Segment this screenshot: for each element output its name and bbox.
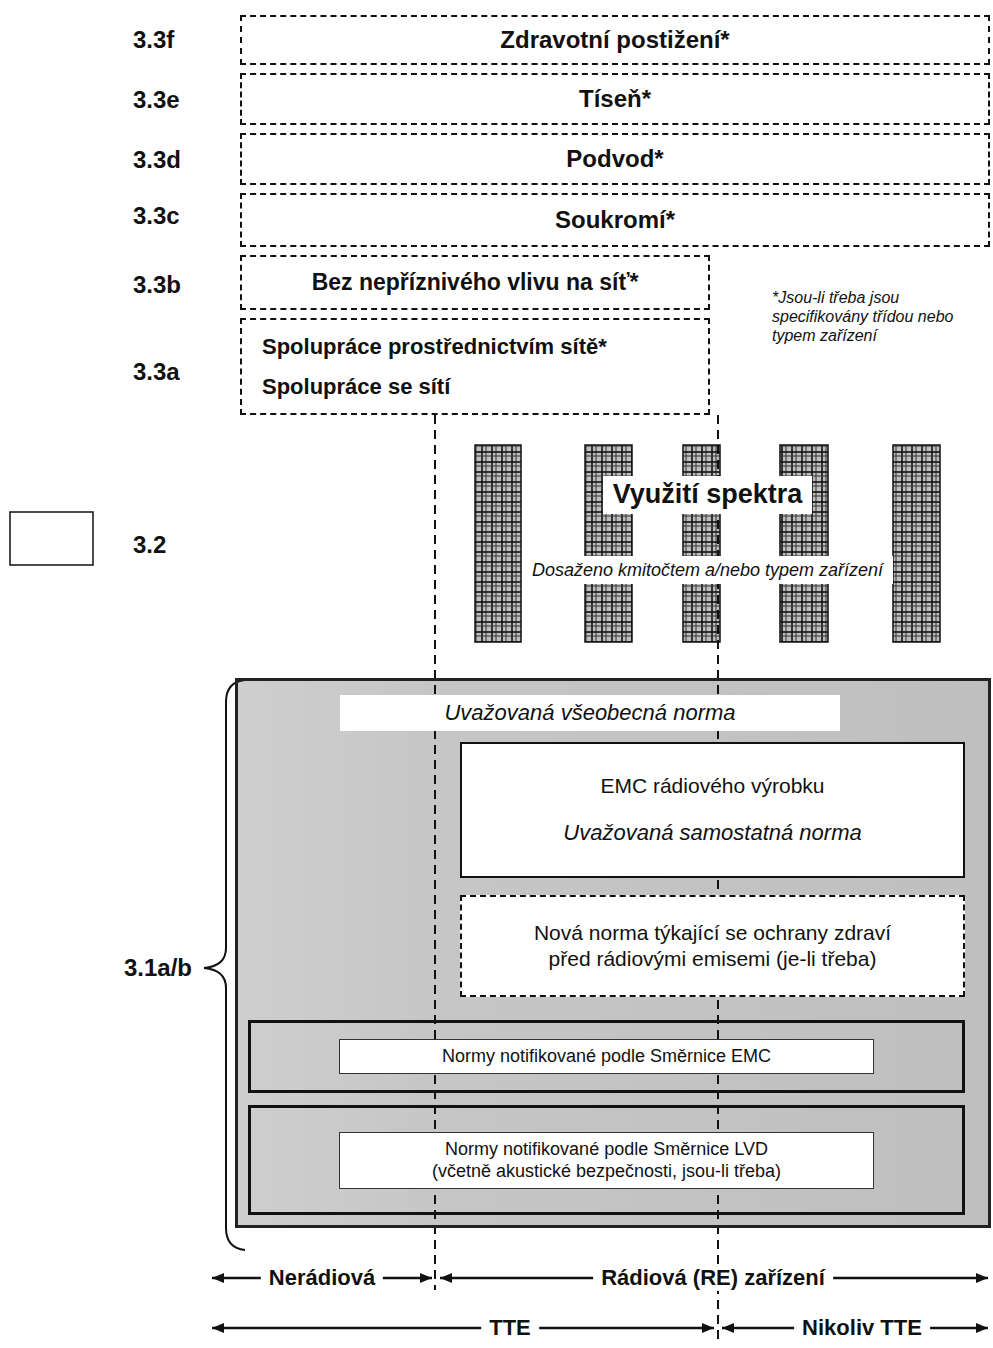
requirement-box: Spolupráce prostřednictvím sítě* Spoluprá… xyxy=(240,318,710,415)
requirement-band: Soukromí* xyxy=(240,193,990,247)
requirement-band: Zdravotní postižení* xyxy=(240,15,990,65)
standards-panel: Uvažovaná všeobecná normaEMC rádiového v… xyxy=(235,678,991,1228)
clause-number: 3.3b xyxy=(133,271,181,300)
node-title: Zdravotní postižení* xyxy=(500,25,729,55)
label-anchor: 3.3a xyxy=(133,358,180,387)
clause-number: 3.2 xyxy=(133,531,166,560)
range-label: TTE xyxy=(481,1315,539,1341)
label-anchor: 3.3d xyxy=(133,146,181,175)
label-anchor: Nikoliv TTE xyxy=(794,1315,930,1341)
node-title: Podvod* xyxy=(566,144,663,174)
label-anchor: 3.3e xyxy=(133,86,180,115)
spectrum-column xyxy=(683,445,720,642)
label-anchor: TTE xyxy=(481,1315,539,1341)
requirement-band: Tíseň* xyxy=(240,73,990,125)
clause-number: 3.3c xyxy=(133,202,180,231)
panel-fill xyxy=(235,678,991,1228)
range-label: Rádiová (RE) zařízení xyxy=(593,1265,833,1291)
footnote: *Jsou-li třeba jsou specifikovány třídou… xyxy=(772,288,957,346)
clause-number: 3.1a/b xyxy=(124,954,192,983)
node-title: Normy notifikované podle Směrnice EMC xyxy=(339,1039,874,1074)
node-title: Tíseň* xyxy=(579,84,651,114)
label-anchor: 3.1a/b xyxy=(124,954,192,983)
curly-brace xyxy=(204,680,245,1250)
range-arrow xyxy=(212,1327,714,1330)
label-anchor: Nerádiová xyxy=(261,1265,383,1291)
node-title: Nová norma týkající se ochrany zdraví př… xyxy=(482,920,943,973)
node-title: Normy notifikované podle Směrnice LVD (v… xyxy=(339,1132,874,1189)
standard-box-dashed: Nová norma týkající se ochrany zdraví př… xyxy=(460,895,965,997)
standard-frame: Normy notifikované podle Směrnice LVD (v… xyxy=(248,1105,965,1215)
spectrum-column xyxy=(475,445,521,642)
node-title: Využití spektra xyxy=(603,476,813,514)
node-title: EMC rádiového výrobku xyxy=(600,773,824,799)
spectrum-column xyxy=(585,445,632,642)
node-title: Bez nepříznivého vlivu na síť* xyxy=(312,268,639,297)
node-subtitle: Spolupráce se sítí xyxy=(262,373,450,401)
standard-frame: Normy notifikované podle Směrnice EMC xyxy=(248,1020,965,1093)
clause-number: 3.3e xyxy=(133,86,180,115)
clause-number: 3.3d xyxy=(133,146,181,175)
node-title: Spolupráce prostřednictvím sítě* xyxy=(262,333,607,361)
node-subtitle: Uvažovaná samostatná norma xyxy=(563,819,861,847)
label-anchor: *Jsou-li třeba jsou specifikovány třídou… xyxy=(772,288,957,346)
node-subtitle: Dosaženo kmitočtem a/nebo typem zařízení xyxy=(522,556,893,585)
range-label: Nerádiová xyxy=(261,1265,383,1291)
node-title: Soukromí* xyxy=(555,205,675,235)
range-label: Nikoliv TTE xyxy=(794,1315,930,1341)
label-anchor: Rádiová (RE) zařízení xyxy=(593,1265,833,1291)
spectrum-block: Využití spektraDosaženo kmitočtem a/nebo… xyxy=(470,440,945,645)
label-anchor: 3.3c xyxy=(133,202,180,231)
standard-box: EMC rádiového výrobkuUvažovaná samostatn… xyxy=(460,742,965,878)
requirement-band: Podvod* xyxy=(240,133,990,185)
clause-number: 3.3a xyxy=(133,358,180,387)
label-anchor: 3.2 xyxy=(133,531,166,560)
empty-key-box xyxy=(10,512,93,565)
spectrum-column xyxy=(780,445,828,642)
requirement-box: Bez nepříznivého vlivu na síť* xyxy=(240,255,710,310)
node-title: Uvažovaná všeobecná norma xyxy=(340,695,840,731)
clause-number: 3.3f xyxy=(133,26,174,55)
label-anchor: 3.3f xyxy=(133,26,174,55)
spectrum-column xyxy=(893,445,940,642)
label-anchor: 3.3b xyxy=(133,271,181,300)
